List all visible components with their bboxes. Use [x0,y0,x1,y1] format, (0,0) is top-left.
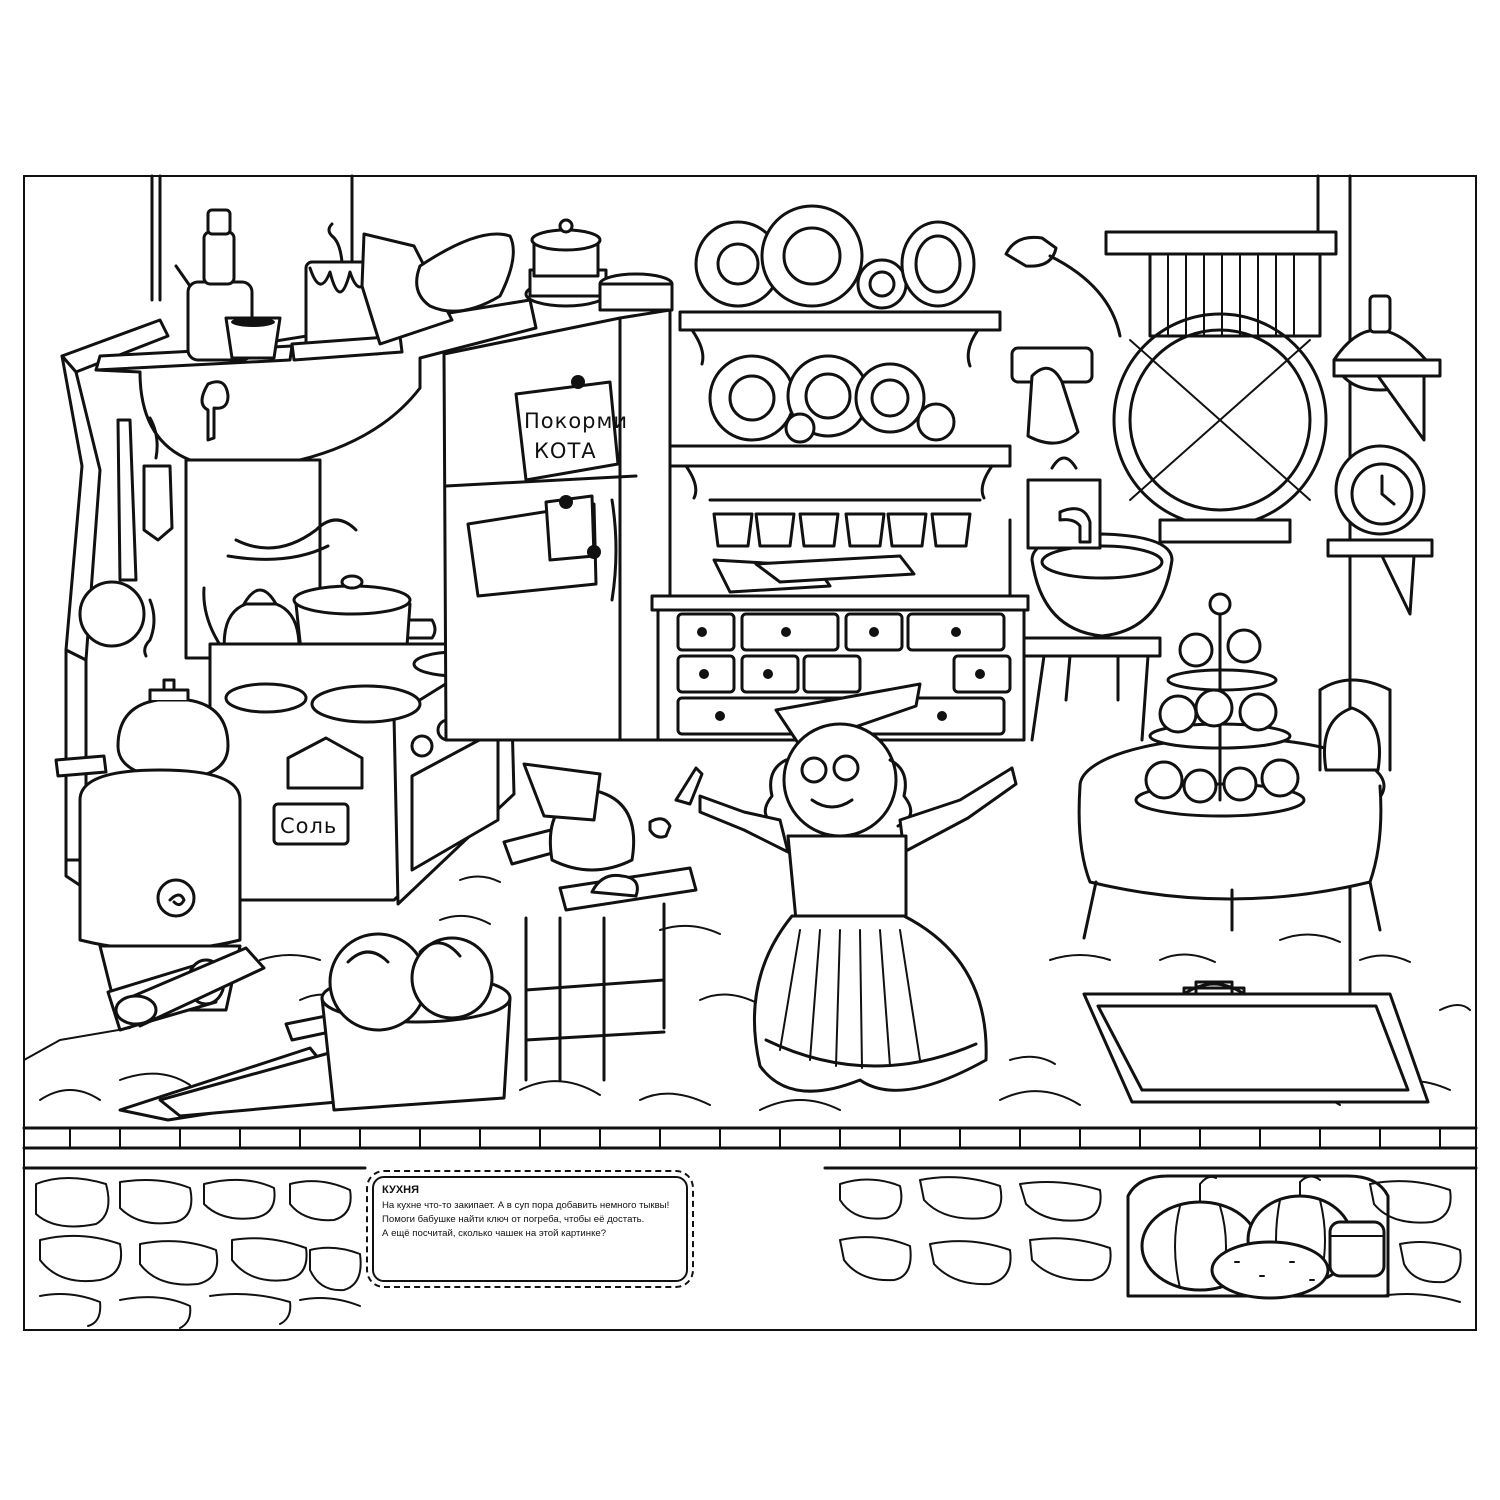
cup-rail [710,500,980,546]
lantern-shelf [1334,296,1440,440]
wall-utensils [80,382,228,656]
board-and-carrot [714,556,914,592]
candle-block [292,224,402,360]
sink-bowl [1024,458,1172,740]
task-box: КУХНЯ На кухне что-то закипает. А в суп … [366,1170,694,1288]
towel-rack [1012,348,1092,443]
task-paragraph-1: На кухне что-то закипает. А в суп пора д… [382,1200,670,1225]
fridge-note-line-1: Покорми [524,409,628,433]
task-paragraph-2: А ещё посчитай, сколько чашек на этой ка… [382,1228,607,1239]
task-title: КУХНЯ [382,1184,420,1196]
high-chair [504,764,696,1080]
fridge: Покорми КОТА [444,310,670,740]
cellar-stones [24,1168,1476,1328]
salt-box: Соль [274,804,348,844]
wall-clock [1328,446,1432,614]
cat-on-wheel [1006,237,1120,336]
cutting-board [120,1010,360,1120]
fridge-note-line-2: КОТА [534,439,597,463]
cellar-hatch [1084,982,1428,1102]
page-frame [24,176,1476,1330]
pumpkins [1142,1176,1384,1298]
stove-area [186,460,435,664]
plate-shelf-top [680,206,1000,366]
cake-stand [1136,594,1304,816]
logs [108,948,264,1030]
chair-with-squash [1320,680,1390,770]
plate-shelf-middle [670,356,1010,498]
cabbage-basket [322,934,510,1110]
cheese-and-bread [362,234,513,344]
wall-pipe [62,320,168,896]
spinning-wheel [1114,314,1326,542]
cup [226,317,280,358]
hanging-cloth [1106,232,1336,336]
pot-stack [526,220,672,310]
salt-label: Соль [280,814,337,838]
grandma [650,684,1016,1091]
